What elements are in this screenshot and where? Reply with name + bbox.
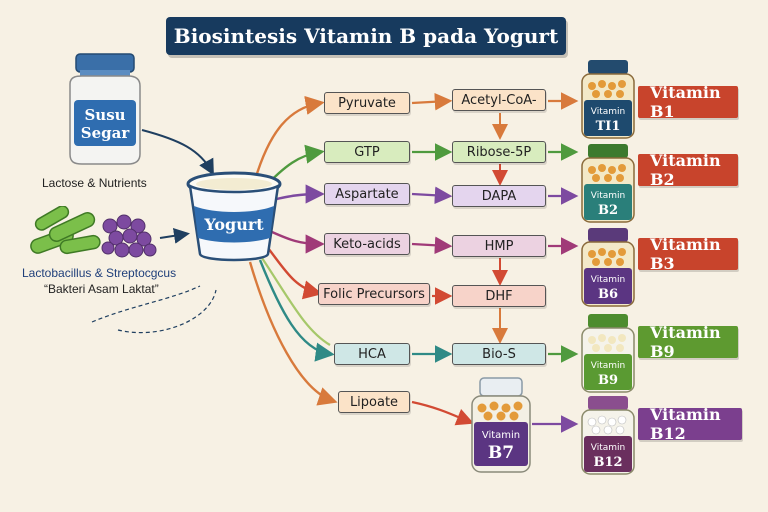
vitamin-tag-b3: Vitamin B3	[638, 235, 738, 273]
bottle-b1-label-bottom: TI1	[596, 119, 621, 134]
vitamin-bottle-b6: Vitamin B6	[581, 228, 635, 307]
precursor-box-aspartate: Aspartate	[324, 183, 410, 205]
bacteria-icon	[30, 206, 157, 258]
bottle-b9-label-top: Vitamin	[591, 361, 625, 371]
bottle-b7-label-bottom: B7	[488, 443, 514, 463]
vitamin-tag-b1: Vitamin B1	[638, 83, 738, 121]
precursor-box-gtp: GTP	[324, 141, 410, 163]
page-title: Biosintesis Vitamin B pada Yogurt	[173, 24, 559, 48]
bottle-b1-label-top: Vitamin	[591, 107, 625, 117]
vitamin-tag-b12: Vitamin B12	[638, 405, 742, 443]
yogurt-cup-label: Yogurt	[203, 215, 264, 234]
intermediate-box-bio-s: Bio-S	[452, 343, 546, 365]
vitamin-tag-b2: Vitamin B2	[638, 151, 738, 189]
title-banner: Biosintesis Vitamin B pada Yogurt	[166, 17, 566, 55]
intermediate-box-ribose-5p: Ribose-5P	[452, 141, 546, 163]
bottle-b2-label-bottom: B2	[598, 203, 618, 218]
intermediate-box-hmp: HMP	[452, 235, 546, 257]
vitamin-bottle-b2: Vitamin B2	[581, 144, 635, 223]
precursor-box-hca: HCA	[334, 343, 410, 365]
vitamin-bottle-b7: Vitamin B7	[471, 377, 531, 473]
milk-caption: Lactose & Nutrients	[42, 176, 147, 190]
vitamin-tag-b9: Vitamin B9	[638, 323, 738, 361]
milk-jar-label-line2: Segar	[81, 124, 131, 142]
yogurt-cup-icon: Yogurt	[186, 171, 282, 262]
milk-jar-icon: Susu Segar	[69, 53, 141, 165]
bottle-b2-label-top: Vitamin	[591, 191, 625, 201]
bacteria-caption-line2: “Bakteri Asam Laktat”	[44, 282, 159, 296]
precursor-box-keto-acids: Keto-acids	[324, 233, 410, 255]
bottle-b7-label-top: Vitamin	[482, 430, 520, 441]
vitamin-bottle-b1: Vitamin TI1	[581, 60, 635, 139]
precursor-box-lipoate: Lipoate	[338, 391, 410, 413]
bottle-b6-label-bottom: B6	[598, 287, 618, 302]
precursor-box-folic-precursors: Folic Precursors	[318, 283, 430, 305]
bacteria-caption-line1: Lactobacillus & Streptocgcus	[22, 266, 177, 280]
precursor-box-pyruvate: Pyruvate	[324, 92, 410, 114]
intermediate-box-dapa: DAPA	[452, 185, 546, 207]
vitamin-bottle-b9: Vitamin B9	[581, 314, 635, 393]
intermediate-box-dhf: DHF	[452, 285, 546, 307]
intermediate-box-acetyl-coa: Acetyl-CoA-	[452, 89, 546, 111]
bottle-b6-label-top: Vitamin	[591, 275, 625, 285]
milk-jar-label-line1: Susu	[84, 106, 125, 124]
bottle-b9-label-bottom: B9	[598, 373, 618, 388]
vitamin-bottle-b12: Vitamin B12	[581, 396, 635, 475]
bottle-b12-label-top: Vitamin	[591, 443, 625, 453]
bottle-b12-label-bottom: B12	[593, 455, 622, 470]
